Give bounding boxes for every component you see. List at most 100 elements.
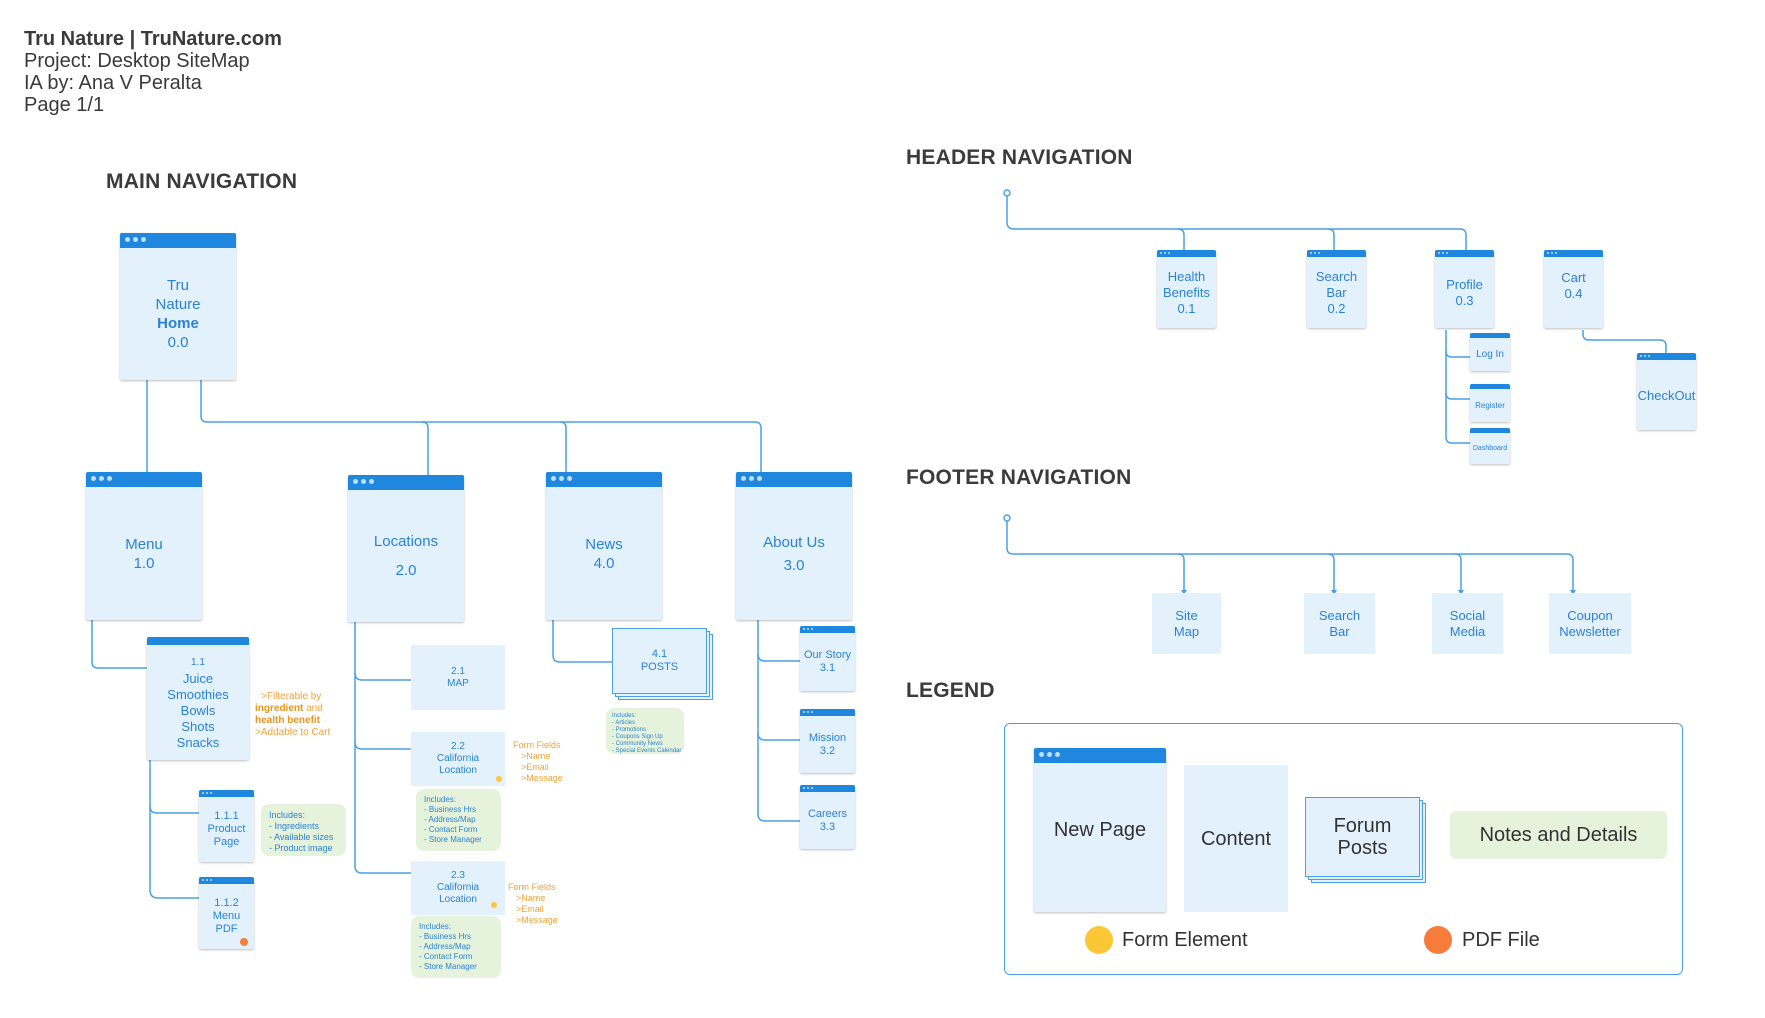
note-line: - Contact Form	[424, 825, 478, 834]
product-page-note: Includes: - Ingredients - Available size…	[261, 804, 346, 856]
annotation-line: >Name	[516, 893, 546, 903]
social-media-content-node: Social Media	[1432, 593, 1503, 654]
coupon-newsletter-content-node: Coupon Newsletter	[1549, 593, 1631, 654]
node-label: Nature	[155, 296, 201, 313]
node-label: Shots	[181, 718, 215, 734]
annotation-line: and	[303, 703, 323, 714]
node-number: 0.3	[1455, 292, 1474, 308]
node-number: 1.1	[191, 656, 205, 668]
annotation-line: >Email	[521, 762, 549, 772]
node-label: PDF	[215, 923, 238, 935]
menu-page-node: Menu 1.0	[86, 472, 202, 620]
note-line: - Articles	[612, 720, 636, 726]
node-label: Benefits	[1163, 284, 1210, 300]
cart-page-node: Cart 0.4	[1544, 250, 1603, 328]
site-title: Tru Nature | TruNature.com	[24, 28, 282, 50]
node-label: Site	[1175, 607, 1198, 623]
to-story-line	[757, 653, 800, 662]
node-number: 3.2	[819, 744, 836, 757]
node-label: Register	[1475, 401, 1505, 410]
pdf-file-legend-icon	[1424, 926, 1452, 954]
window-dots-icon	[1039, 752, 1060, 757]
node-number: 2.3	[451, 870, 465, 881]
node-label: Mission	[808, 731, 847, 744]
annotation-line: Form Fields	[508, 882, 556, 892]
note-line: - Store Manager	[419, 962, 477, 971]
note-line: - Business Hrs	[424, 805, 477, 814]
profile-branch-line	[1445, 330, 1470, 444]
note-line: - Store Manager	[424, 835, 482, 844]
location-22-form-fields: Form Fields >Name >Email >Message	[513, 740, 563, 784]
news-to-posts-line	[552, 620, 612, 663]
location-22-note: Includes: - Business Hrs - Address/Map -…	[416, 789, 501, 851]
legend-heading: LEGEND	[906, 679, 995, 702]
legend-panel	[1004, 723, 1683, 975]
window-dots-icon	[1310, 252, 1320, 254]
careers-page-node: Careers 3.3	[800, 785, 855, 849]
node-label: Juice	[182, 670, 214, 686]
checkout-page-node: CheckOut	[1637, 353, 1696, 430]
header-navigation-heading: HEADER NAVIGATION	[906, 146, 1133, 169]
node-label: Menu	[212, 910, 241, 922]
node-number: 2.0	[395, 562, 417, 579]
node-number: 1.0	[133, 554, 155, 572]
node-label: POSTS	[640, 661, 679, 673]
node-label: MAP	[447, 677, 469, 689]
posts-note: Includes: - Articles - Promotions - Coup…	[606, 708, 684, 754]
note-line: - Community News	[612, 741, 663, 747]
california-location-23-node: 2.3 California Location	[411, 861, 505, 915]
form-element-legend-icon	[1085, 926, 1113, 954]
node-label: Log In	[1476, 349, 1504, 360]
annotation-line: >Message	[521, 773, 563, 783]
window-dots-icon	[1160, 252, 1170, 254]
log-in-page-node: Log In	[1470, 333, 1510, 371]
annotation-line: >Filterable by	[261, 691, 322, 702]
forum-posts-front-card: Forum Posts	[1305, 797, 1420, 877]
search-bar-page-node: Search Bar 0.2	[1307, 250, 1366, 328]
node-number: 0.2	[1327, 300, 1346, 316]
node-label: News	[585, 535, 623, 553]
node-label: CheckOut	[1637, 387, 1696, 403]
cart-to-checkout-line	[1582, 330, 1667, 353]
to-mission-line	[757, 732, 800, 741]
node-label: Newsletter	[1559, 623, 1621, 639]
legend-notes-sample: Notes and Details	[1450, 811, 1667, 859]
node-label: Cart	[1561, 270, 1586, 285]
node-label: Smoothies	[167, 686, 229, 702]
form-element-marker-icon	[491, 902, 497, 908]
location-23-note: Includes: - Business Hrs - Address/Map -…	[411, 916, 501, 978]
node-label: Menu	[125, 535, 163, 553]
california-location-22-node: 2.2 California Location	[411, 732, 505, 786]
profile-page-node: Profile 0.3	[1435, 250, 1494, 328]
product-page-node: 1.1.1 Product Page	[199, 790, 254, 862]
note-line: - Product image	[269, 843, 333, 853]
annotation-bold: ingredient	[255, 703, 304, 714]
node-label: California	[436, 882, 480, 893]
window-dots-icon	[125, 237, 146, 242]
to-about-line	[560, 421, 762, 472]
legend-label: Content	[1200, 827, 1272, 850]
home-page-node: Tru Nature Home 0.0	[120, 233, 236, 380]
ia-author-label: IA by: Ana V Peralta	[24, 72, 202, 94]
to-search-line	[1327, 228, 1335, 250]
node-number: 1.1.2	[214, 897, 239, 909]
location-23-form-fields: Form Fields >Name >Email >Message	[508, 882, 558, 926]
form-element-legend-label: Form Element	[1122, 929, 1248, 951]
locations-branch-line	[354, 622, 411, 874]
node-label: Product	[207, 823, 246, 835]
menu-to-sub-line	[91, 620, 147, 669]
note-line: - Promotions	[612, 727, 647, 733]
footer-search-bar-node: Search Bar	[1304, 593, 1375, 654]
node-label: Media	[1449, 623, 1486, 639]
node-label: Snacks	[176, 734, 220, 750]
footer-navigation-heading: FOOTER NAVIGATION	[906, 466, 1132, 489]
menu-filter-annotation: >Filterable by ingredient and health ben…	[255, 691, 330, 739]
window-dots-icon	[202, 879, 212, 881]
node-label: About Us	[763, 533, 825, 551]
legend-label: Forum	[1333, 815, 1392, 837]
to-loc22-line	[354, 741, 411, 750]
node-label: Map	[1173, 623, 1200, 639]
to-product-line	[149, 805, 199, 814]
to-fsearch-line	[1327, 553, 1335, 593]
window-dots-icon	[741, 476, 762, 481]
